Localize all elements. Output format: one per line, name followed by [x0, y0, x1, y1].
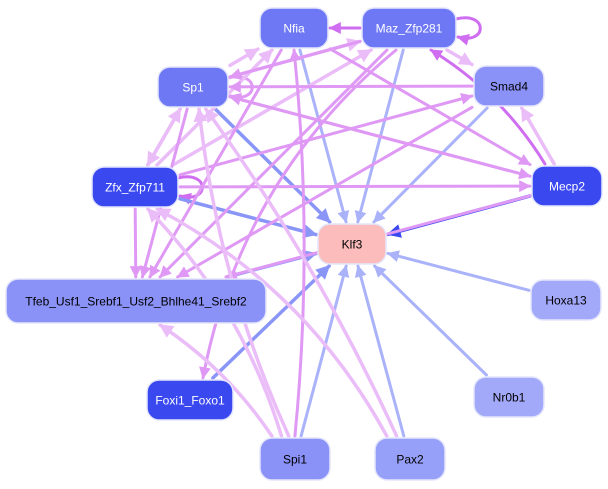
node-box — [530, 279, 602, 321]
node-label: Hoxa13 — [545, 294, 587, 308]
node-maz-zfp281[interactable]: Maz_Zfp281 — [361, 7, 457, 49]
node-sp1[interactable]: Sp1 — [157, 66, 229, 108]
node-label: Klf3 — [342, 238, 363, 252]
edge-foxi1-to-klf3 — [211, 264, 331, 380]
edge-nr0b1-to-klf3 — [373, 264, 488, 377]
node-label: Spi1 — [283, 453, 307, 467]
edge-mecp2-to-smad4 — [520, 106, 556, 166]
edge-spi1-to-tfeb — [158, 323, 274, 438]
node-box — [361, 7, 457, 49]
edge-smad4-to-tfeb — [176, 105, 474, 279]
edge-sp1-to-zfx — [146, 107, 182, 167]
node-pax2[interactable]: Pax2 — [374, 437, 446, 481]
node-box — [531, 165, 603, 207]
edge-zfx-to-smad4 — [178, 93, 474, 177]
edge-pax2-to-zfx — [155, 207, 389, 438]
edge-mecp2-to-sp1 — [228, 93, 532, 178]
edge-smad4-to-klf3 — [372, 106, 489, 224]
edge-zfx-to-tfeb — [129, 207, 142, 279]
node-smad4[interactable]: Smad4 — [473, 65, 545, 107]
node-box — [146, 379, 234, 421]
node-box — [473, 65, 545, 107]
edge-nfia-to-mecp2 — [328, 47, 532, 167]
node-mecp2[interactable]: Mecp2 — [531, 165, 603, 207]
node-label: Foxi1_Foxo1 — [155, 394, 225, 408]
node-klf3-target[interactable]: Klf3 — [317, 223, 387, 265]
edge-pax2-to-sp1 — [204, 107, 399, 438]
edge-hoxa13-to-klf3 — [386, 250, 531, 292]
node-label: Pax2 — [396, 453, 424, 467]
node-box — [259, 437, 331, 481]
node-box — [5, 278, 267, 324]
node-hoxa13[interactable]: Hoxa13 — [530, 279, 602, 321]
node-label: Nfia — [283, 22, 305, 36]
node-label: Nr0b1 — [493, 391, 526, 405]
edge-spi1-to-klf3 — [299, 264, 350, 438]
edge-spi1-to-sp1 — [193, 107, 291, 438]
edge-maz-to-foxi1 — [199, 48, 398, 380]
node-label: Smad4 — [490, 80, 528, 94]
node-box — [473, 376, 545, 418]
edge-maz-to-maz — [454, 16, 482, 46]
edge-pax2-to-klf3 — [354, 264, 406, 438]
node-label: Tfeb_Usf1_Srebf1_Usf2_Bhlhe41_Srebf2 — [25, 295, 247, 309]
edges-layer — [129, 16, 556, 438]
edge-maz-to-smad4 — [445, 48, 474, 67]
edge-nfia-to-tfeb — [148, 48, 283, 279]
edge-sp1-to-nfia — [228, 47, 260, 68]
node-label: Zfx_Zfp711 — [105, 181, 165, 195]
node-spi1[interactable]: Spi1 — [259, 437, 331, 481]
node-box — [374, 437, 446, 481]
node-foxi1-foxo1[interactable]: Foxi1_Foxo1 — [146, 379, 234, 421]
edge-zfx-to-klf3 — [178, 197, 318, 239]
edge-maz-to-tfeb — [158, 48, 389, 279]
nodes-layer: Nfia Maz_Zfp281 Sp1 Smad4 Zfx_Zfp711 Mec… — [5, 7, 603, 481]
node-label: Mecp2 — [549, 180, 585, 194]
node-label: Maz_Zfp281 — [376, 22, 443, 36]
node-box — [91, 166, 179, 208]
node-box — [157, 66, 229, 108]
node-box — [317, 223, 387, 265]
node-nr0b1[interactable]: Nr0b1 — [473, 376, 545, 418]
edge-spi1-to-nfia — [289, 48, 306, 438]
node-zfx-zfp711[interactable]: Zfx_Zfp711 — [91, 166, 179, 208]
edge-zfx-to-mecp2 — [178, 180, 532, 193]
node-box — [259, 7, 329, 49]
node-tfeb-usf1-srebf1-usf2-bhlhe41-srebf2[interactable]: Tfeb_Usf1_Srebf1_Usf2_Bhlhe41_Srebf2 — [5, 278, 267, 324]
node-nfia[interactable]: Nfia — [259, 7, 329, 49]
node-label: Sp1 — [182, 81, 204, 95]
